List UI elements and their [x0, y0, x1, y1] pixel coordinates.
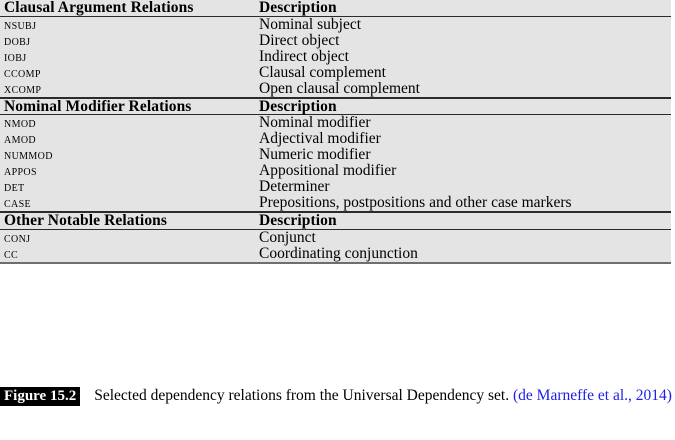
column-header-description-3: Description	[255, 211, 671, 230]
relation-name: XCOMP	[0, 80, 255, 98]
column-header-description-2: Description	[255, 96, 671, 115]
relation-name: CONJ	[0, 229, 255, 246]
relation-name: DET	[0, 179, 255, 195]
section-header-nominal-modifier-relations: Nominal Modifier Relations	[0, 96, 255, 115]
figure-caption: Figure 15.2 Selected dependency relations…	[0, 386, 675, 406]
relation-name: NUMMOD	[0, 147, 255, 163]
relation-description: Open clausal complement	[255, 80, 671, 98]
table-row: CCOMP Clausal complement	[0, 64, 671, 81]
relation-name: AMOD	[0, 131, 255, 147]
citation-link[interactable]: (de Marneffe et al., 2014)	[513, 387, 672, 404]
relation-description: Numeric modifier	[255, 147, 671, 163]
section-header-other-notable-relations: Other Notable Relations	[0, 211, 255, 230]
table-row: NUMMOD Numeric modifier	[0, 147, 671, 163]
table-row: APPOS Appositional modifier	[0, 163, 671, 179]
table-row: CONJ Conjunct	[0, 229, 671, 246]
relation-description: Conjunct	[255, 229, 671, 246]
relation-description: Nominal subject	[255, 16, 671, 33]
relation-description: Indirect object	[255, 48, 671, 65]
table-row: AMOD Adjectival modifier	[0, 131, 671, 147]
table-section-header-row: Clausal Argument Relations Description	[0, 0, 671, 17]
relation-name: CC	[0, 245, 255, 264]
figure-number-label: Figure 15.2	[0, 387, 81, 406]
relation-description: Adjectival modifier	[255, 131, 671, 147]
table-row: IOBJ Indirect object	[0, 48, 671, 65]
relation-name: NMOD	[0, 114, 255, 131]
table-row: DOBJ Direct object	[0, 32, 671, 49]
relation-name: APPOS	[0, 163, 255, 179]
relation-name: IOBJ	[0, 48, 255, 65]
table-section-header-row: Other Notable Relations Description	[0, 211, 671, 230]
relation-description: Determiner	[255, 179, 671, 195]
relation-name: CASE	[0, 195, 255, 212]
table-row: CC Coordinating conjunction	[0, 245, 671, 264]
table-section-header-row: Nominal Modifier Relations Description	[0, 96, 671, 115]
column-header-description-1: Description	[255, 0, 671, 17]
relation-name: CCOMP	[0, 64, 255, 81]
relation-name: DOBJ	[0, 32, 255, 49]
relation-description: Direct object	[255, 32, 671, 49]
relation-name: NSUBJ	[0, 16, 255, 33]
section-header-clausal-argument-relations: Clausal Argument Relations	[0, 0, 255, 17]
table-row: NSUBJ Nominal subject	[0, 16, 671, 33]
figure-caption-text: Selected dependency relations from the U…	[94, 387, 510, 404]
relation-description: Prepositions, postpositions and other ca…	[255, 195, 671, 212]
relation-description: Appositional modifier	[255, 163, 671, 179]
table-row: CASE Prepositions, postpositions and oth…	[0, 195, 671, 212]
relation-description: Clausal complement	[255, 64, 671, 81]
table-row: NMOD Nominal modifier	[0, 114, 671, 131]
relation-description: Coordinating conjunction	[255, 245, 671, 264]
dependency-relations-table: Clausal Argument Relations Description N…	[0, 0, 671, 264]
table-row: DET Determiner	[0, 179, 671, 195]
relation-description: Nominal modifier	[255, 114, 671, 131]
table-row: XCOMP Open clausal complement	[0, 80, 671, 98]
